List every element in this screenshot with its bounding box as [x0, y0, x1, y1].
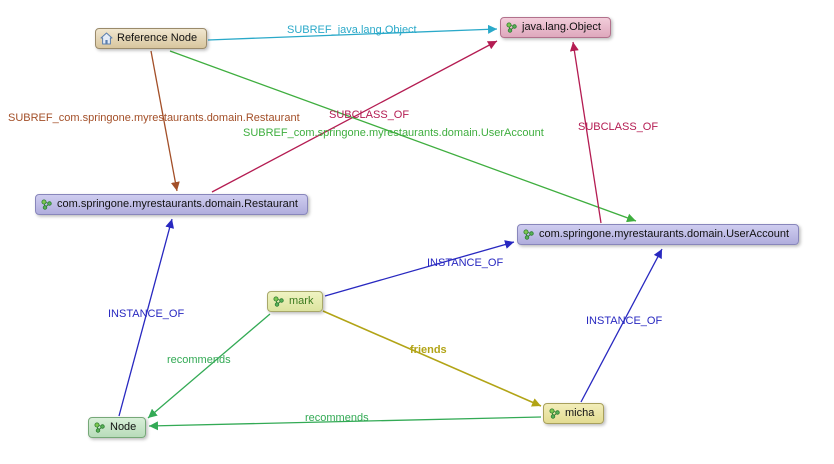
edge-subref-useraccount[interactable]	[169, 50, 637, 223]
edge-instance-of-micha[interactable]	[580, 248, 663, 403]
graph-node-java-lang-object[interactable]: java.lang.Object	[500, 17, 611, 38]
edge-subref-java-lang-object[interactable]	[207, 24, 498, 41]
node-label: Reference Node	[117, 32, 198, 44]
graph-icon	[272, 295, 285, 308]
graph-node-mark[interactable]: mark	[267, 291, 324, 312]
graph-node-reference-node[interactable]: Reference Node	[95, 28, 208, 49]
edge-label-subref-java-lang-object: SUBREF_java.lang.Object	[287, 24, 417, 36]
edge-label-subclass-of-restaurant: SUBCLASS_OF	[329, 109, 410, 121]
graph-icon	[548, 407, 561, 420]
edge-recommends-mark[interactable]	[147, 313, 271, 419]
node-label: java.lang.Object	[522, 21, 601, 33]
edge-label-recommends-micha: recommends	[305, 412, 369, 424]
graph-node-useraccount-class[interactable]: com.springone.myrestaurants.domain.UserA…	[517, 224, 800, 245]
edge-subclass-of-useraccount[interactable]	[569, 41, 602, 224]
edge-label-subclass-of-useraccount: SUBCLASS_OF	[578, 121, 659, 133]
edge-recommends-micha[interactable]	[148, 416, 542, 431]
graph-icon	[40, 198, 53, 211]
edge-subref-restaurant[interactable]	[150, 50, 180, 192]
edge-friends[interactable]	[322, 310, 542, 407]
node-label: micha	[565, 407, 595, 419]
edge-instance-of-node[interactable]	[118, 218, 175, 417]
edge-label-subref-restaurant: SUBREF_com.springone.myrestaurants.domai…	[8, 112, 300, 124]
home-icon	[100, 32, 113, 45]
graph-icon	[522, 228, 535, 241]
graph-icon	[505, 21, 518, 34]
graph-node-micha[interactable]: micha	[543, 403, 605, 424]
edge-label-instance-of-micha: INSTANCE_OF	[586, 315, 663, 327]
edge-label-subref-useraccount: SUBREF_com.springone.myrestaurants.domai…	[243, 127, 544, 139]
node-label: com.springone.myrestaurants.domain.UserA…	[539, 228, 790, 240]
graph-icon	[93, 421, 106, 434]
edge-subclass-of-restaurant[interactable]	[211, 40, 498, 193]
edge-label-instance-of-node: INSTANCE_OF	[108, 308, 185, 320]
edge-label-instance-of-mark: INSTANCE_OF	[427, 257, 504, 269]
node-label: mark	[289, 295, 314, 307]
edge-label-recommends-mark: recommends	[167, 354, 231, 366]
graph-node-restaurant-class[interactable]: com.springone.myrestaurants.domain.Resta…	[35, 194, 308, 215]
edge-instance-of-mark[interactable]	[324, 240, 515, 297]
edge-label-friends: friends	[410, 344, 447, 356]
node-label: com.springone.myrestaurants.domain.Resta…	[57, 198, 298, 210]
graph-node-node[interactable]: Node	[88, 417, 147, 438]
node-label: Node	[110, 421, 137, 433]
